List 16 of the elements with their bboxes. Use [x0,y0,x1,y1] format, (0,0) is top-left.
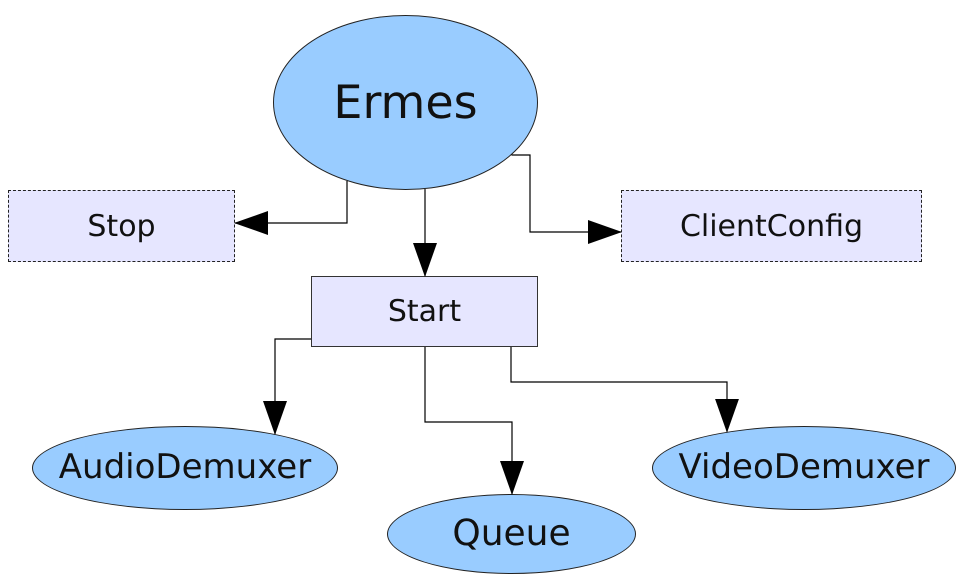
arrow [413,189,437,277]
process-box [311,276,538,347]
arrow [512,154,622,244]
node-label: Ermes [333,77,478,128]
node-label: ClientConfig [680,210,864,242]
node-label: Start [388,295,462,328]
node-label: VideoDemuxer [678,449,930,487]
arrow [510,347,739,433]
dashed-box-node [621,190,922,262]
arrow [234,181,348,235]
arrow [263,338,311,436]
node-label: AudioDemuxer [58,449,312,487]
arrow [424,347,524,495]
node-label: Stop [87,210,156,242]
dashed-box-node [8,190,235,262]
node-label: Queue [452,514,571,554]
